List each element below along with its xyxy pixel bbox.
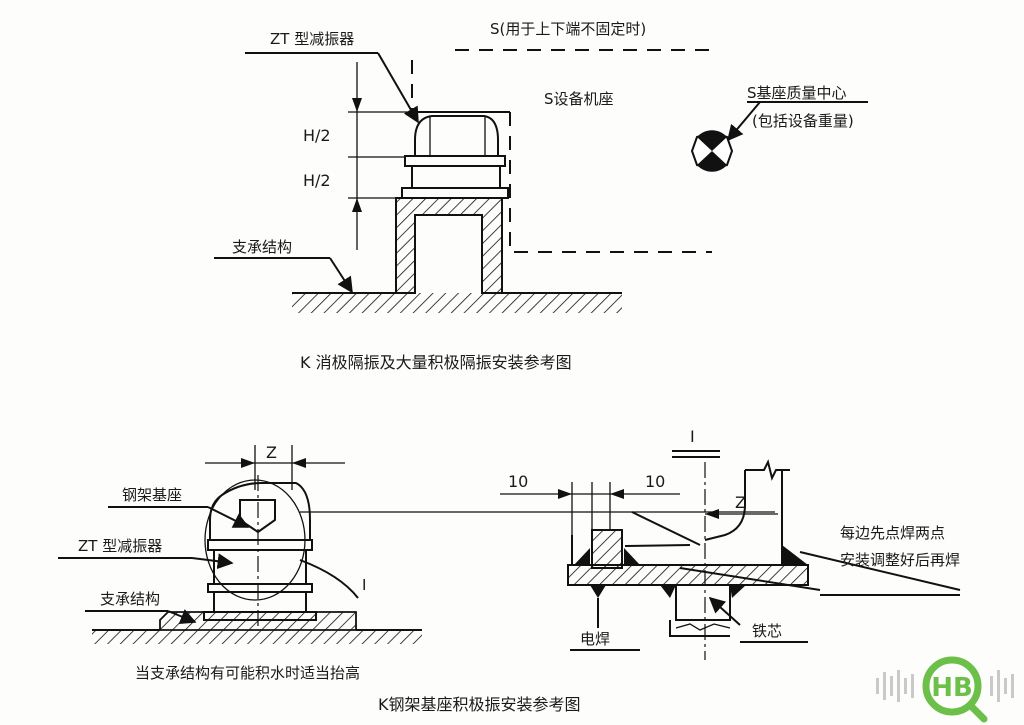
br-rubber-block <box>591 529 623 569</box>
br-leader-2 <box>624 544 691 547</box>
bl-section-mark: I <box>362 576 366 594</box>
br-leader-note <box>799 551 961 591</box>
bl-raised-pad <box>159 611 357 631</box>
bl-support-label: 支承结构 <box>100 590 160 608</box>
steel-base-leader <box>207 506 250 528</box>
absorber-body <box>411 166 501 189</box>
bl-absorber-body <box>213 549 307 585</box>
top-vibration-absorber-label: ZT 型减振器 <box>270 30 354 48</box>
watermark-logo: HB <box>876 656 1014 723</box>
bl-absorber-flange <box>207 539 313 551</box>
br-iron-core-label: 铁芯 <box>752 622 782 640</box>
bl-dim-arrow-right <box>292 458 306 468</box>
bl-dim-arrow-left <box>241 458 255 468</box>
bl-absorber-plate-1 <box>207 583 313 593</box>
dim-arrow-2 <box>352 198 362 212</box>
br-dim-right-label: 10 <box>645 472 665 491</box>
br-weld-bottom-mid <box>660 585 676 598</box>
watermark-ring <box>922 656 982 716</box>
dim-arrow-1 <box>352 98 362 112</box>
br-column-fillet <box>704 504 746 541</box>
s-bottom-dashed-line <box>509 112 712 253</box>
br-break-line <box>745 459 790 481</box>
absorber-base-plate <box>401 187 509 199</box>
top-support-label: 支承结构 <box>232 238 292 256</box>
bl-z-label: Z <box>266 443 277 462</box>
br-section-label: I <box>690 427 695 446</box>
br-electric-weld-label: 电焊 <box>580 630 610 648</box>
bl-section-leader <box>299 559 359 599</box>
bottom-caption: K钢架基座积极振安装参考图 <box>378 695 581 714</box>
br-weld-inner-top <box>624 548 640 565</box>
br-z-label: Z <box>735 493 746 512</box>
watermark-logo-text: HB <box>931 673 973 703</box>
absorber-cap <box>414 115 499 157</box>
br-dim-arrow-2 <box>610 489 624 499</box>
watermark-bars-right <box>990 670 1014 702</box>
br-leader-note-2 <box>679 567 821 591</box>
watermark-bars-left <box>876 670 914 702</box>
ground-hatch <box>292 293 622 313</box>
br-z-arrow <box>705 509 719 519</box>
bottom-left-diagram: Z 钢架基座 ZT 型减振器 支承结构 I <box>58 443 422 682</box>
br-core-leader <box>708 596 741 626</box>
br-core-lower <box>669 620 730 637</box>
br-dim-arrow-1 <box>558 489 572 499</box>
h-half-label-2: H/2 <box>303 171 331 190</box>
bl-absorber-lower <box>213 591 307 613</box>
bl-absorber-label: ZT 型减振器 <box>78 537 162 555</box>
top-support-leader <box>329 257 353 294</box>
mass-center-note: (包括设备重量) <box>752 112 854 130</box>
br-leader-1 <box>631 511 701 546</box>
top-caption: K 消极隔振及大量积极隔振安装参考图 <box>300 353 572 372</box>
bl-vibration-absorber <box>203 475 317 630</box>
br-dim-left-label: 10 <box>508 472 528 491</box>
h-half-label-1: H/2 <box>303 126 331 145</box>
mass-center-label: S基座质量中心 <box>747 84 847 102</box>
bl-steel-bracket <box>239 499 276 534</box>
br-base-plate <box>567 564 809 586</box>
s-note-label: S(用于上下端不固定时) <box>490 20 646 38</box>
absorber-flange <box>404 155 506 167</box>
br-iron-core <box>675 585 731 621</box>
steel-base-label: 钢架基座 <box>122 486 182 504</box>
br-core-break <box>675 623 731 631</box>
br-weld-left-top <box>574 548 590 565</box>
watermark-handle <box>966 701 988 723</box>
br-weld-right-top <box>782 545 808 565</box>
bl-absorber-cap <box>209 482 311 541</box>
bl-absorber-leader <box>191 553 234 570</box>
mass-center-quadrant-top <box>697 130 727 151</box>
bl-section-circle <box>204 479 306 601</box>
mass-center-leader <box>726 101 761 142</box>
support-pedestal <box>395 197 503 294</box>
top-vibration-absorber <box>401 115 509 199</box>
br-weld-bottom-left <box>590 585 606 598</box>
bl-water-note: 当支承结构有可能积水时适当抬高 <box>135 664 360 682</box>
top-diagram: ZT 型减振器 S(用于上下端不固定时) S设备机座 S基座质量中心 (包括设备… <box>214 20 868 372</box>
bl-ground-hatch <box>92 630 422 644</box>
br-weld-note-2: 安装调整好后再焊 <box>840 551 960 569</box>
mass-center-quadrant-bottom <box>697 151 727 172</box>
equipment-base-label: S设备机座 <box>544 90 614 108</box>
br-weld-bottom-right <box>730 585 746 598</box>
br-weld-note-1: 每边先点焊两点 <box>840 524 945 542</box>
bottom-right-diagram: I 10 10 Z <box>300 427 961 660</box>
